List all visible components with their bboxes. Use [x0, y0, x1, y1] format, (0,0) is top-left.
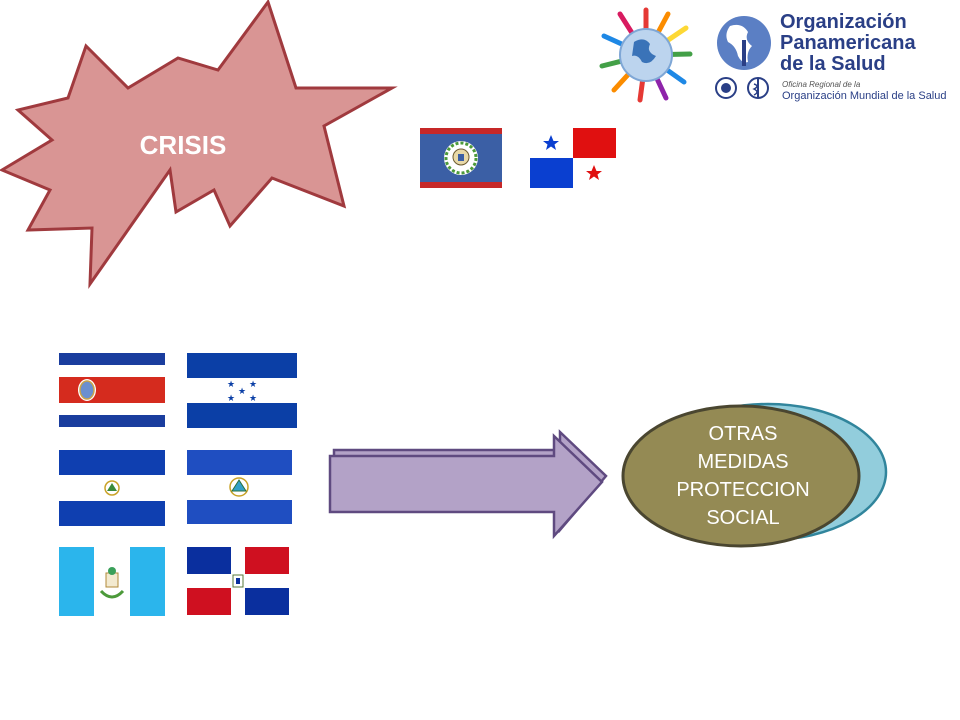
svg-text:★: ★: [249, 394, 257, 404]
flag-guatemala-icon: [59, 547, 165, 616]
un-emblem-icon: [715, 77, 737, 99]
globe-logo-icon: [599, 7, 693, 103]
svg-text:★: ★: [227, 380, 235, 390]
right-arrow-icon: [328, 429, 608, 540]
ops-title: Organización Panamericana de la Salud: [780, 11, 916, 75]
flag-el-salvador-icon: [59, 450, 165, 526]
ops-subtitle-1: Oficina Regional de la: [782, 80, 861, 89]
flag-costa-rica-icon: [59, 353, 165, 427]
ops-subtitle-2: Organización Mundial de la Salud: [782, 90, 947, 102]
flag-belize-icon: [420, 128, 502, 188]
flag-dominican-republic-icon: [187, 547, 289, 615]
oval-label: OTRAS MEDIDAS PROTECCION SOCIAL: [676, 423, 810, 529]
flag-panama-icon: [530, 128, 616, 188]
svg-text:★: ★: [238, 387, 246, 397]
svg-text:★: ★: [227, 394, 235, 404]
svg-text:★: ★: [249, 380, 257, 390]
crisis-label: CRISIS: [139, 130, 227, 160]
crisis-starburst: [0, 0, 398, 290]
ops-emblem-icon: [717, 16, 771, 70]
flag-honduras-icon: ★★ ★ ★★: [187, 353, 297, 428]
who-emblem-icon: [747, 77, 769, 99]
social-protection-oval: [621, 402, 888, 548]
flag-nicaragua-icon: [187, 450, 292, 524]
